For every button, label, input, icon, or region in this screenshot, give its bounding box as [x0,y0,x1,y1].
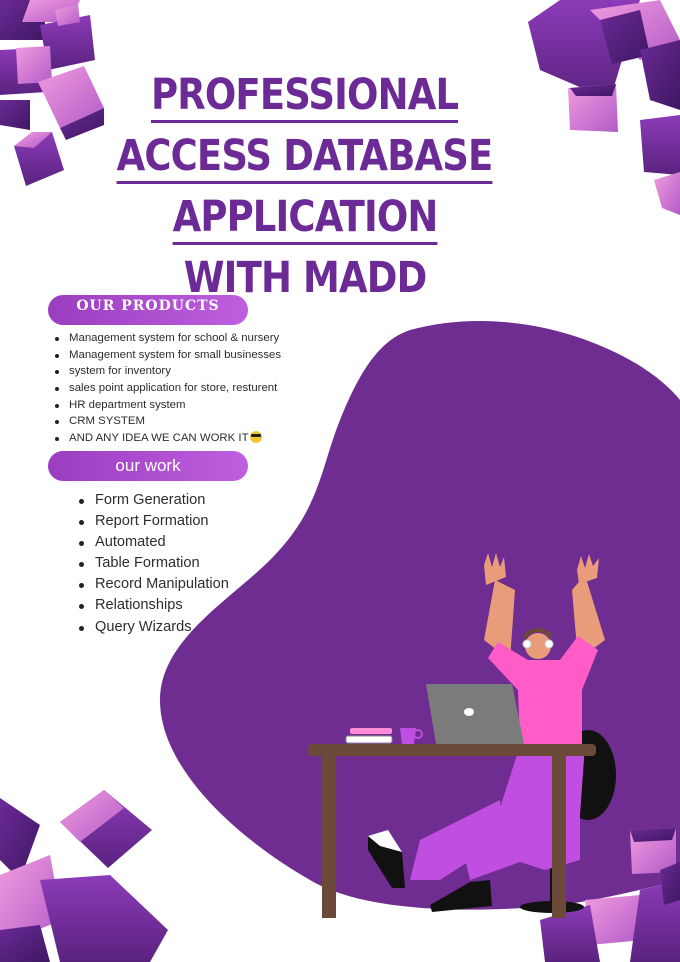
products-heading-pill: OUR PRODUCTS [48,295,248,325]
list-item: Automated [78,532,229,553]
poster-title: PROFESSIONAL ACCESS DATABASE APPLICATION… [0,74,610,315]
products-heading: OUR PRODUCTS [76,298,220,314]
list-item: Report Formation [78,511,229,532]
list-item: sales point application for store, restu… [52,380,281,397]
work-list: Form Generation Report Formation Automat… [78,490,229,638]
work-heading: our work [115,456,181,475]
person-at-desk-illustration [308,553,616,918]
list-item: AND ANY IDEA WE CAN WORK IT [52,430,281,447]
list-item-text: AND ANY IDEA WE CAN WORK IT [69,432,249,445]
list-item: Record Manipulation [78,574,229,595]
cubes-top-right [528,0,680,215]
list-item: HR department system [52,397,281,414]
list-item: Management system for small businesses [52,347,281,364]
list-item: Management system for school & nursery [52,330,281,347]
smiling-face-with-sunglasses-icon [249,431,262,444]
list-item: Form Generation [78,490,229,511]
list-item: Table Formation [78,553,229,574]
cubes-bottom-right [540,828,680,962]
list-item: CRM SYSTEM [52,413,281,430]
title-line-3: APPLICATION [172,196,438,245]
products-list: Management system for school & nursery M… [52,330,281,458]
title-line-4: WITH MADD [183,253,428,303]
list-item: Query Wizards [78,617,229,638]
title-line-1: PROFESSIONAL [151,74,459,123]
cubes-bottom-left [0,790,168,962]
list-item: system for inventory [52,363,281,380]
work-heading-pill: our work [48,451,248,481]
title-line-2: ACCESS DATABASE [117,135,494,184]
list-item: Relationships [78,595,229,616]
cubes-top-left [0,0,104,186]
